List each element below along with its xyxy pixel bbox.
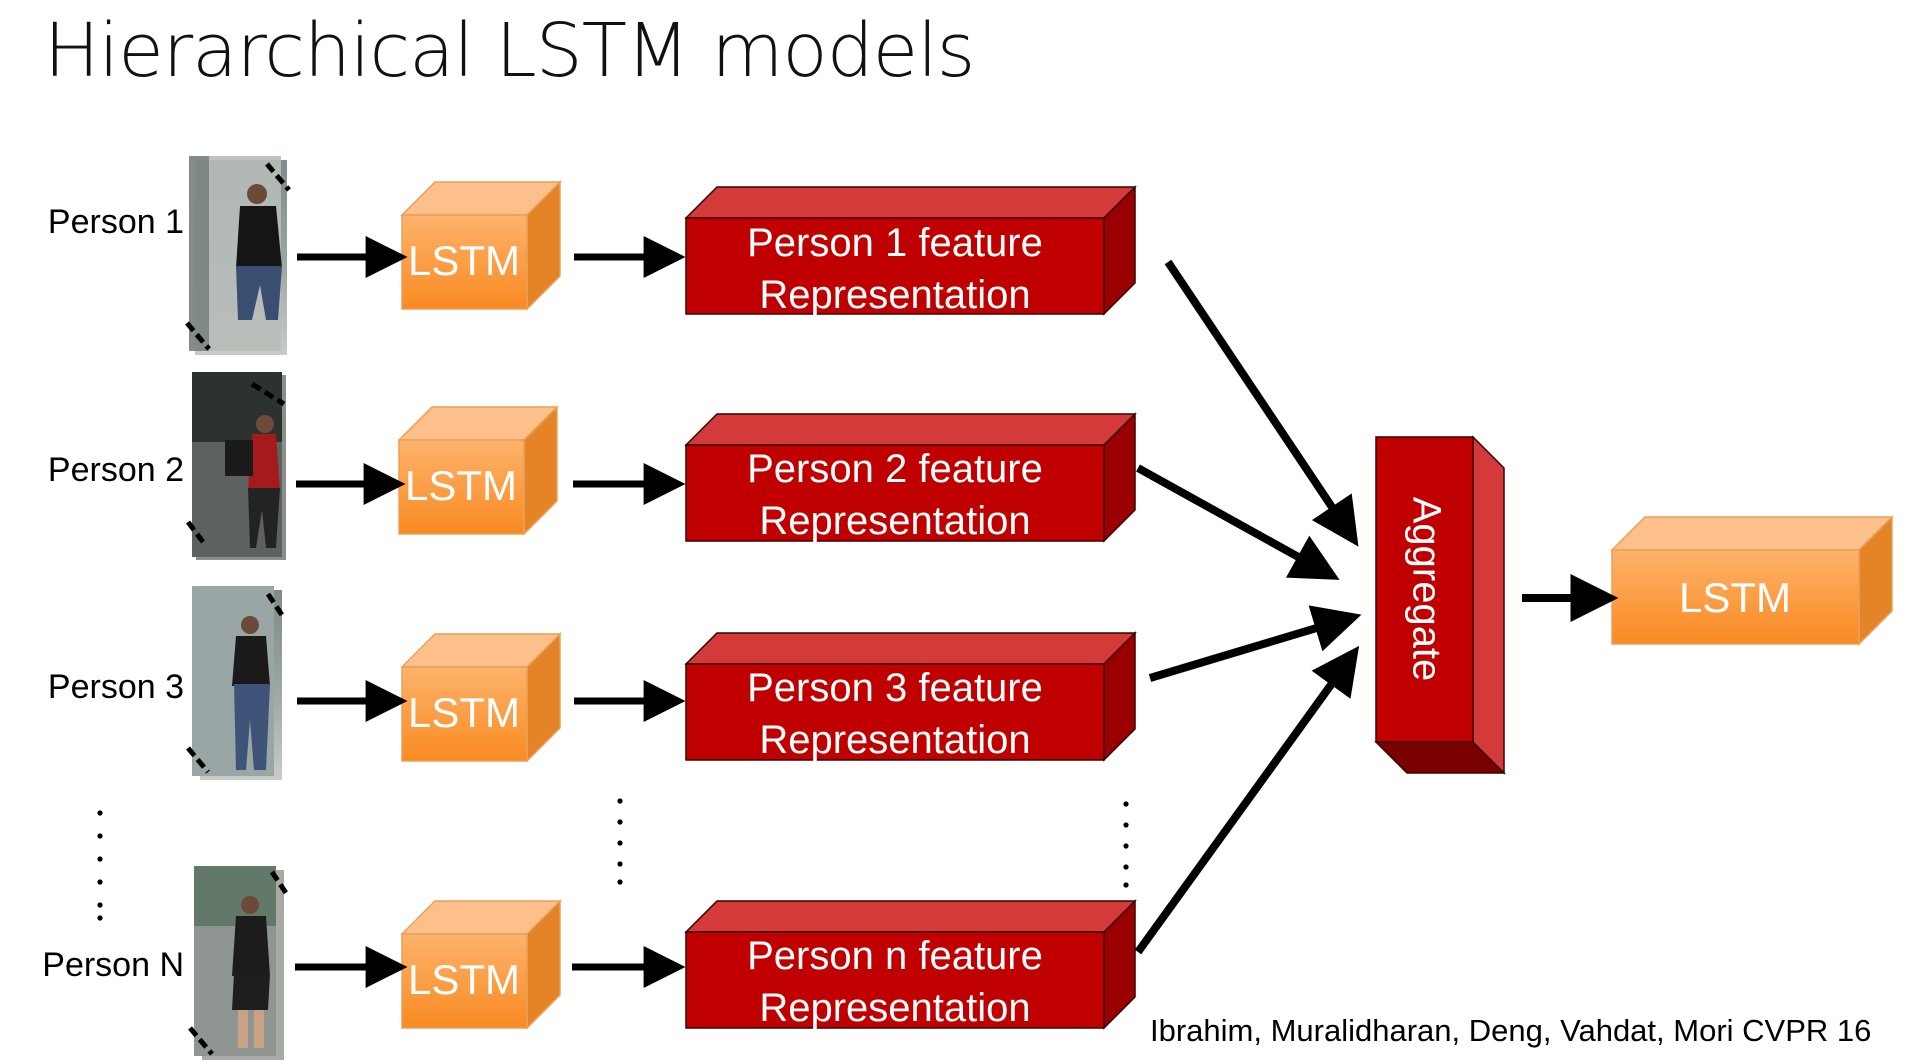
slide-title: Hierarchical LSTM models [44, 8, 975, 94]
ellipsis-persons [97, 810, 103, 921]
person-1-lstm: LSTM [400, 180, 562, 311]
person-2-lstm: LSTM [397, 405, 559, 536]
person-n-feature-box: Person n feature Representation [684, 899, 1137, 1030]
person-3-image [186, 586, 287, 780]
person-n-feature-line1: Person n feature [747, 934, 1043, 978]
person-3-feature-line1: Person 3 feature [747, 666, 1043, 710]
arrows-lstm-to-feature [572, 236, 686, 988]
person-2-image [186, 372, 286, 560]
ellipsis-lstm-column [617, 798, 623, 885]
arrows-feature-to-aggregate [1134, 259, 1362, 955]
person-2-label: Person 2 [47, 451, 184, 489]
ellipsis-feature-column [1123, 801, 1129, 888]
output-lstm: LSTM [1610, 515, 1894, 646]
person-3-label: Person 3 [47, 668, 184, 706]
person-3-feature-box: Person 3 feature Representation [684, 631, 1137, 762]
arrow-feature-1-to-aggregate [1164, 259, 1359, 547]
person-1-lstm-label: LSTM [408, 237, 520, 284]
person-2-feature-line1: Person 2 feature [747, 447, 1043, 491]
aggregate-label: Aggregate [1404, 497, 1448, 682]
aggregate-box: Aggregate [1374, 435, 1506, 775]
arrow-feature-2-to-aggregate [1136, 464, 1340, 580]
person-3-lstm-label: LSTM [408, 689, 520, 736]
citation: Ibrahim, Muralidharan, Deng, Vahdat, Mor… [1150, 1013, 1872, 1048]
arrow-feature-3-to-aggregate [1148, 605, 1362, 682]
arrow-feature-n-to-aggregate [1134, 645, 1360, 955]
person-n-feature-line2: Representation [759, 986, 1030, 1030]
arrows-image-to-lstm [295, 236, 408, 988]
person-1-feature-box: Person 1 feature Representation [684, 185, 1137, 317]
person-2-feature-box: Person 2 feature Representation [684, 412, 1137, 543]
output-lstm-label: LSTM [1679, 574, 1791, 621]
person-n-label: Person N [42, 946, 184, 984]
person-1-feature-line2: Representation [759, 273, 1030, 317]
person-n-lstm-label: LSTM [408, 956, 520, 1003]
person-1-image [185, 156, 291, 355]
person-n-image [188, 866, 291, 1060]
person-1-feature-line1: Person 1 feature [747, 221, 1043, 265]
person-n-lstm: LSTM [400, 899, 562, 1030]
person-3-feature-line2: Representation [759, 718, 1030, 762]
person-1-label: Person 1 [47, 203, 184, 241]
person-2-lstm-label: LSTM [405, 462, 517, 509]
person-2-feature-line2: Representation [759, 499, 1030, 543]
person-3-lstm: LSTM [400, 632, 562, 763]
